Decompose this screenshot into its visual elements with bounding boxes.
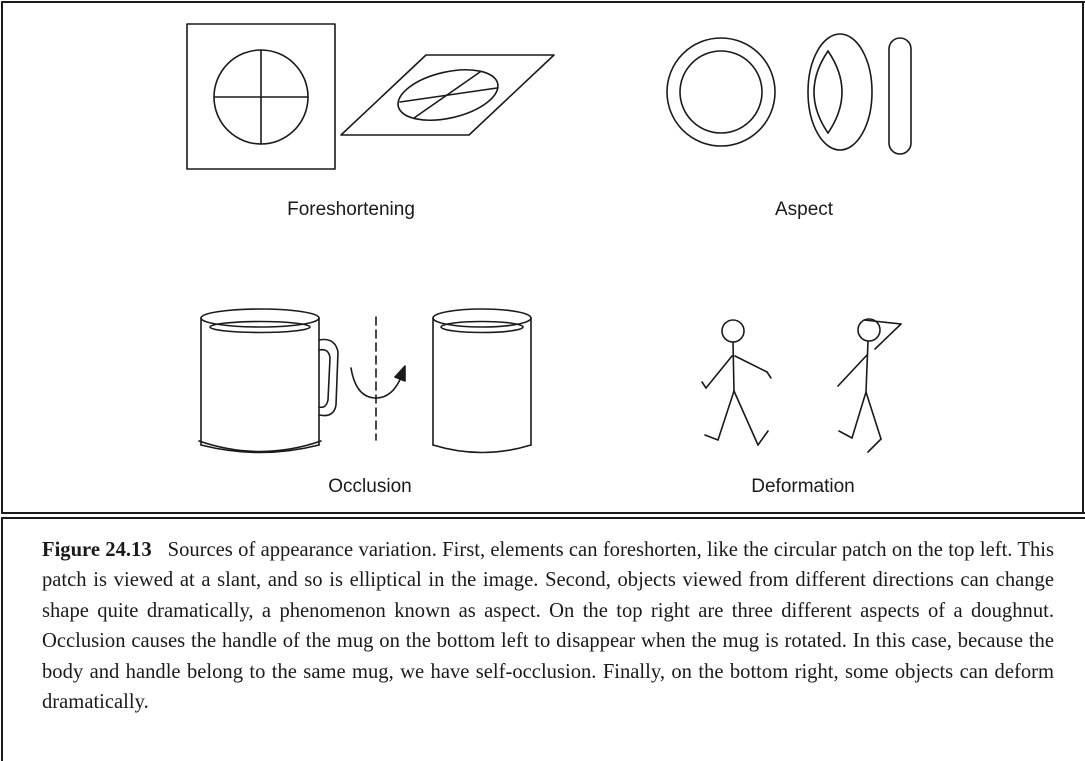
doughnut-front-view — [666, 37, 776, 147]
aspect-label: Aspect — [774, 199, 834, 220]
mug-rotated — [432, 308, 532, 454]
deformation-label: Deformation — [751, 476, 855, 497]
mug-with-handle — [198, 308, 339, 454]
occlusion-label: Occlusion — [328, 476, 412, 497]
stick-figure-stretching — [837, 318, 902, 453]
foreshortening-label: Foreshortening — [287, 199, 415, 220]
doughnut-edge-view — [888, 37, 912, 155]
rotation-arrow-icon — [350, 316, 406, 441]
doughnut-angled-view — [807, 33, 873, 151]
caption-text: Sources of appearance variation. First, … — [42, 539, 1054, 714]
caption-label: Figure 24.13 — [42, 539, 152, 561]
stick-figure-walking — [701, 319, 772, 446]
foreshortening-slanted-patch — [340, 54, 555, 136]
foreshortening-frontal-patch — [186, 23, 336, 170]
